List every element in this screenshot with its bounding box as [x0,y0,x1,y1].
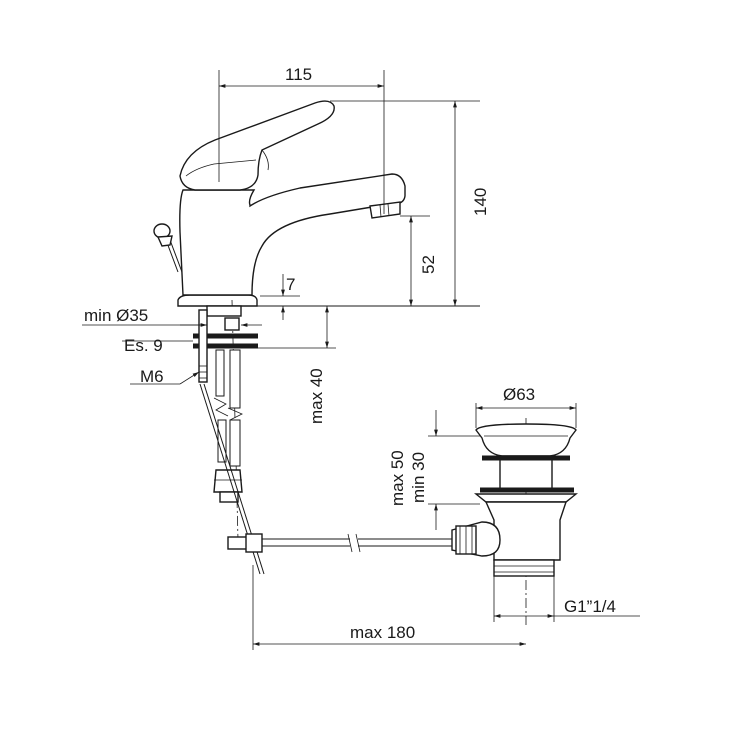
dim-min-30-label: min 30 [409,452,428,503]
waste-valve [451,418,578,625]
underdeck-assembly [193,299,452,575]
dim-52-label: 52 [419,255,438,274]
popup-knob [153,223,183,273]
dim-es-9-label: Es. 9 [124,336,163,355]
dimension-labels: 115 140 52 7 min Ø35 Es. 9 M6 max 40 Ø63… [84,65,616,642]
dimension-lines [82,70,640,650]
dim-7-label: 7 [286,275,295,294]
dim-140-label: 140 [471,188,490,216]
dim-63-label: Ø63 [503,385,535,404]
dim-max-50-label: max 50 [388,450,407,506]
dim-g114-label: G1”1/4 [564,597,616,616]
dim-m6-label: M6 [140,367,164,386]
dim-max-40-label: max 40 [307,368,326,424]
dim-min-35-label: min Ø35 [84,306,148,325]
dim-115-label: 115 [285,65,312,84]
faucet [153,100,480,307]
dim-max-180-label: max 180 [350,623,415,642]
